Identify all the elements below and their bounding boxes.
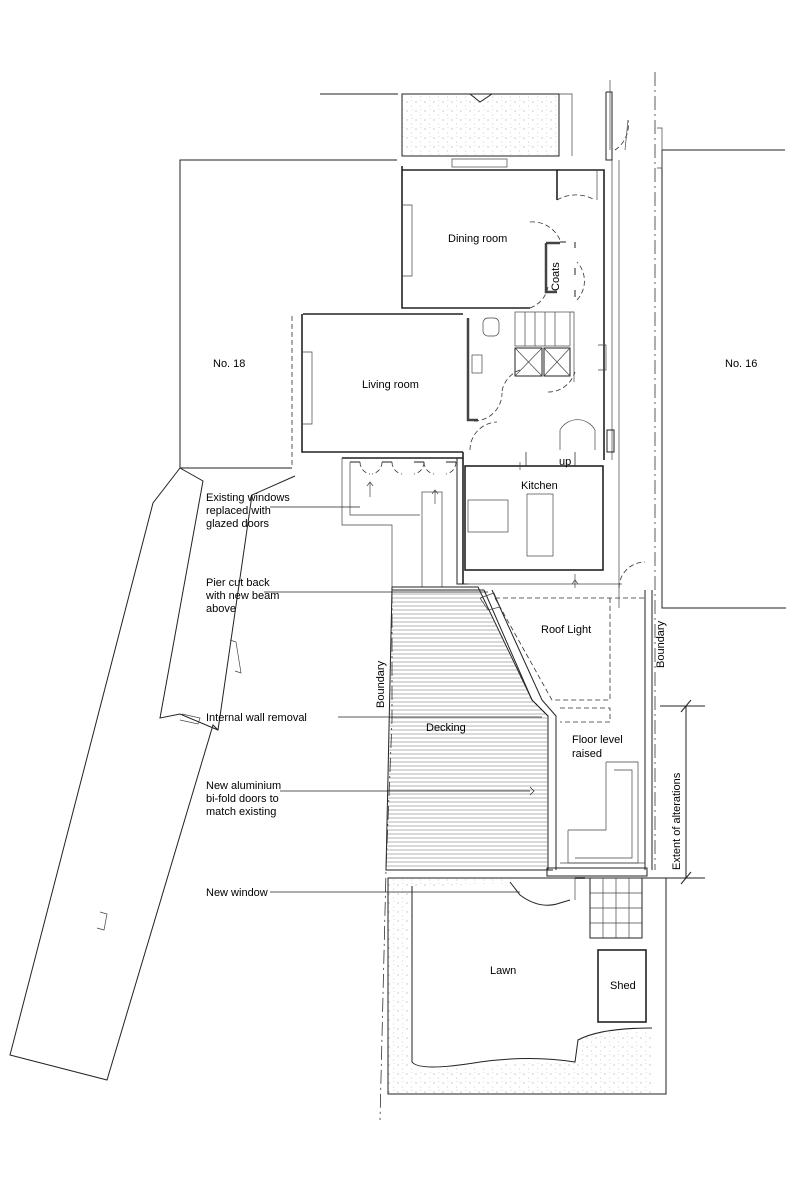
annotation-new-window: New window	[206, 887, 268, 899]
decking-area	[385, 586, 549, 871]
label-kitchen: Kitchen	[521, 480, 558, 492]
label-extent-of-alterations: Extent of alterations	[671, 772, 683, 870]
label-boundary-left: Boundary	[375, 660, 387, 708]
annotation-existing-windows-2: replaced with	[206, 505, 271, 517]
annotation-pier-cut-2: with new beam	[205, 590, 279, 602]
label-decking: Decking	[426, 722, 466, 734]
dimension-line	[660, 699, 705, 885]
annotation-pier-cut-1: Pier cut back	[206, 577, 270, 589]
neighbour-no16-outline	[657, 127, 786, 609]
label-neighbour-no16: No. 16	[725, 358, 757, 370]
neighbour-no18-outline	[9, 93, 398, 1081]
annotation-existing-windows-1: Existing windows	[206, 492, 290, 504]
annotation-pier-cut-3: above	[206, 603, 236, 615]
label-up: up	[559, 456, 571, 468]
label-floor-level-1: Floor level	[572, 734, 623, 746]
label-neighbour-no18: No. 18	[213, 358, 245, 370]
label-shed: Shed	[610, 980, 636, 992]
label-living-room: Living room	[362, 379, 419, 391]
annotation-internal-wall: Internal wall removal	[206, 712, 307, 724]
label-roof-light: Roof Light	[541, 624, 591, 636]
label-boundary-right: Boundary	[655, 620, 667, 668]
front-garden	[401, 80, 613, 168]
label-dining-room: Dining room	[448, 233, 507, 245]
label-coats: Coats	[550, 262, 562, 291]
sofa	[567, 761, 639, 864]
label-floor-level-2: raised	[572, 748, 602, 760]
annotation-leaders	[264, 506, 542, 893]
label-lawn: Lawn	[490, 965, 516, 977]
annotation-bifold-3: match existing	[206, 806, 276, 818]
rear-garden	[387, 877, 667, 1095]
annotation-bifold-1: New aluminium	[206, 780, 281, 792]
annotation-bifold-2: bi-fold doors to	[206, 793, 279, 805]
decking-boards	[386, 589, 548, 867]
annotation-existing-windows-3: glazed doors	[206, 518, 269, 530]
step-deck	[421, 491, 443, 588]
